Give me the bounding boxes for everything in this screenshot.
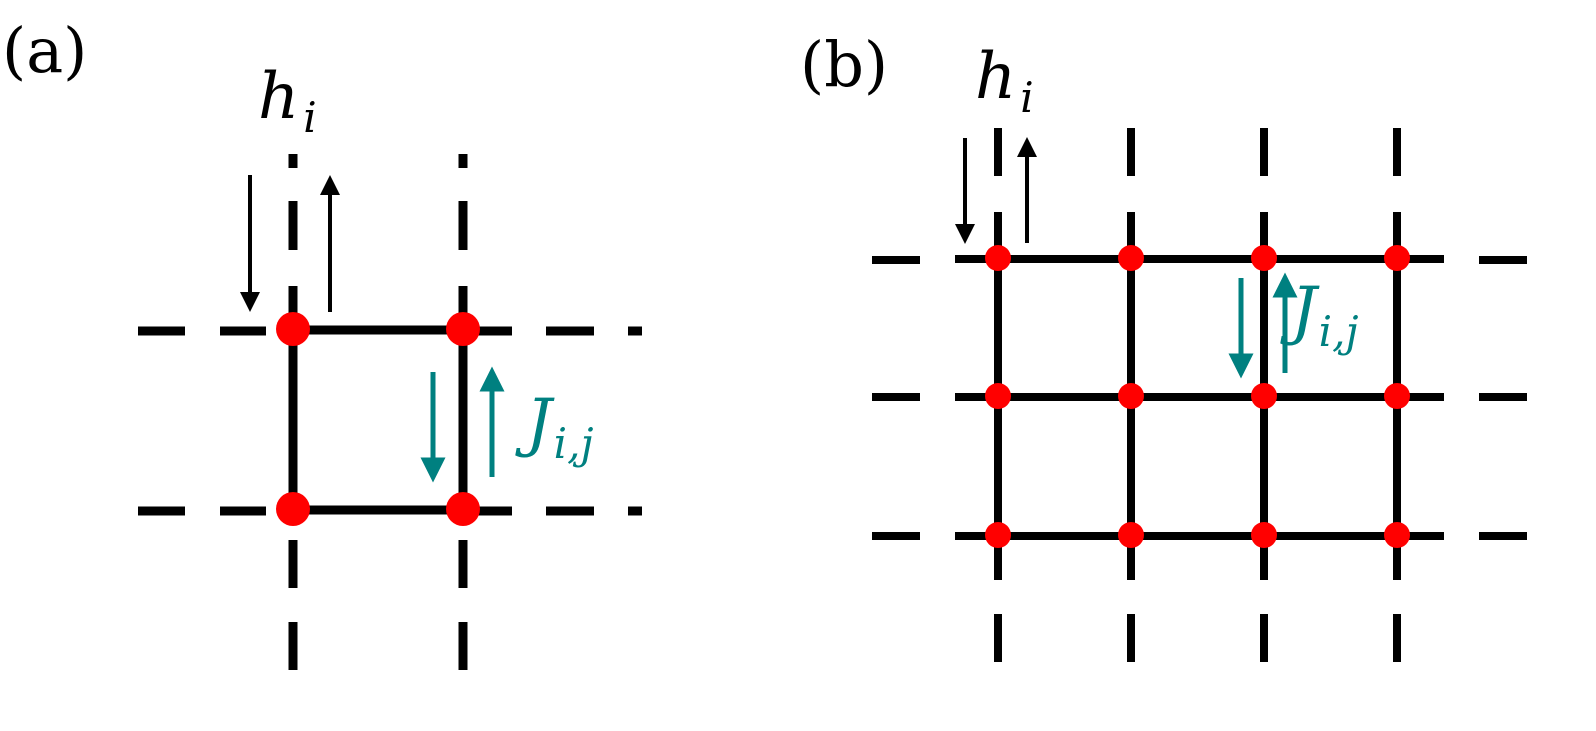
lattice-site — [1251, 383, 1277, 409]
panel-b: (b) hi — [800, 28, 1527, 662]
lattice-site — [1251, 245, 1277, 271]
lattice-site — [1118, 383, 1144, 409]
coupling-symbol: J — [515, 386, 555, 460]
panel-b-dashed-bonds — [872, 128, 1527, 662]
lattice-site — [1384, 245, 1410, 271]
lattice-site — [1384, 383, 1410, 409]
panel-a-field-label: hi — [258, 60, 317, 142]
field-symbol: h — [975, 40, 1016, 114]
lattice-site — [1251, 522, 1277, 548]
panel-a-sites — [276, 312, 480, 526]
panel-a-tag: (a) — [2, 14, 87, 87]
lattice-site — [276, 312, 310, 346]
panel-b-solid-edges — [955, 212, 1444, 580]
lattice-site — [276, 492, 310, 526]
lattice-site — [1118, 522, 1144, 548]
field-subscript: i — [303, 93, 316, 142]
lattice-site — [446, 312, 480, 346]
panel-b-tag: (b) — [800, 28, 888, 101]
lattice-site — [446, 492, 480, 526]
lattice-site — [1384, 522, 1410, 548]
panel-a-coupling-arrows — [420, 366, 505, 483]
panel-a-dashed-bonds — [138, 154, 642, 670]
panel-b-coupling-label: Ji,j — [1280, 274, 1358, 356]
lattice-site — [985, 383, 1011, 409]
panel-b-field-label: hi — [975, 40, 1034, 122]
lattice-site — [985, 245, 1011, 271]
lattice-site — [1118, 245, 1144, 271]
panel-b-coupling-arrows — [1228, 272, 1298, 379]
field-subscript: i — [1020, 73, 1033, 122]
coupling-subscript: i,j — [1319, 307, 1359, 356]
panel-a: (a) hi — [2, 14, 642, 670]
panel-a-field-arrows — [240, 175, 340, 312]
coupling-subscript: i,j — [554, 419, 594, 468]
lattice-site — [985, 522, 1011, 548]
field-symbol: h — [258, 60, 299, 134]
panel-b-field-arrows — [955, 137, 1037, 244]
panel-a-solid-edges — [288, 286, 468, 520]
panel-a-coupling-label: Ji,j — [515, 386, 593, 468]
panel-b-sites — [985, 245, 1410, 548]
